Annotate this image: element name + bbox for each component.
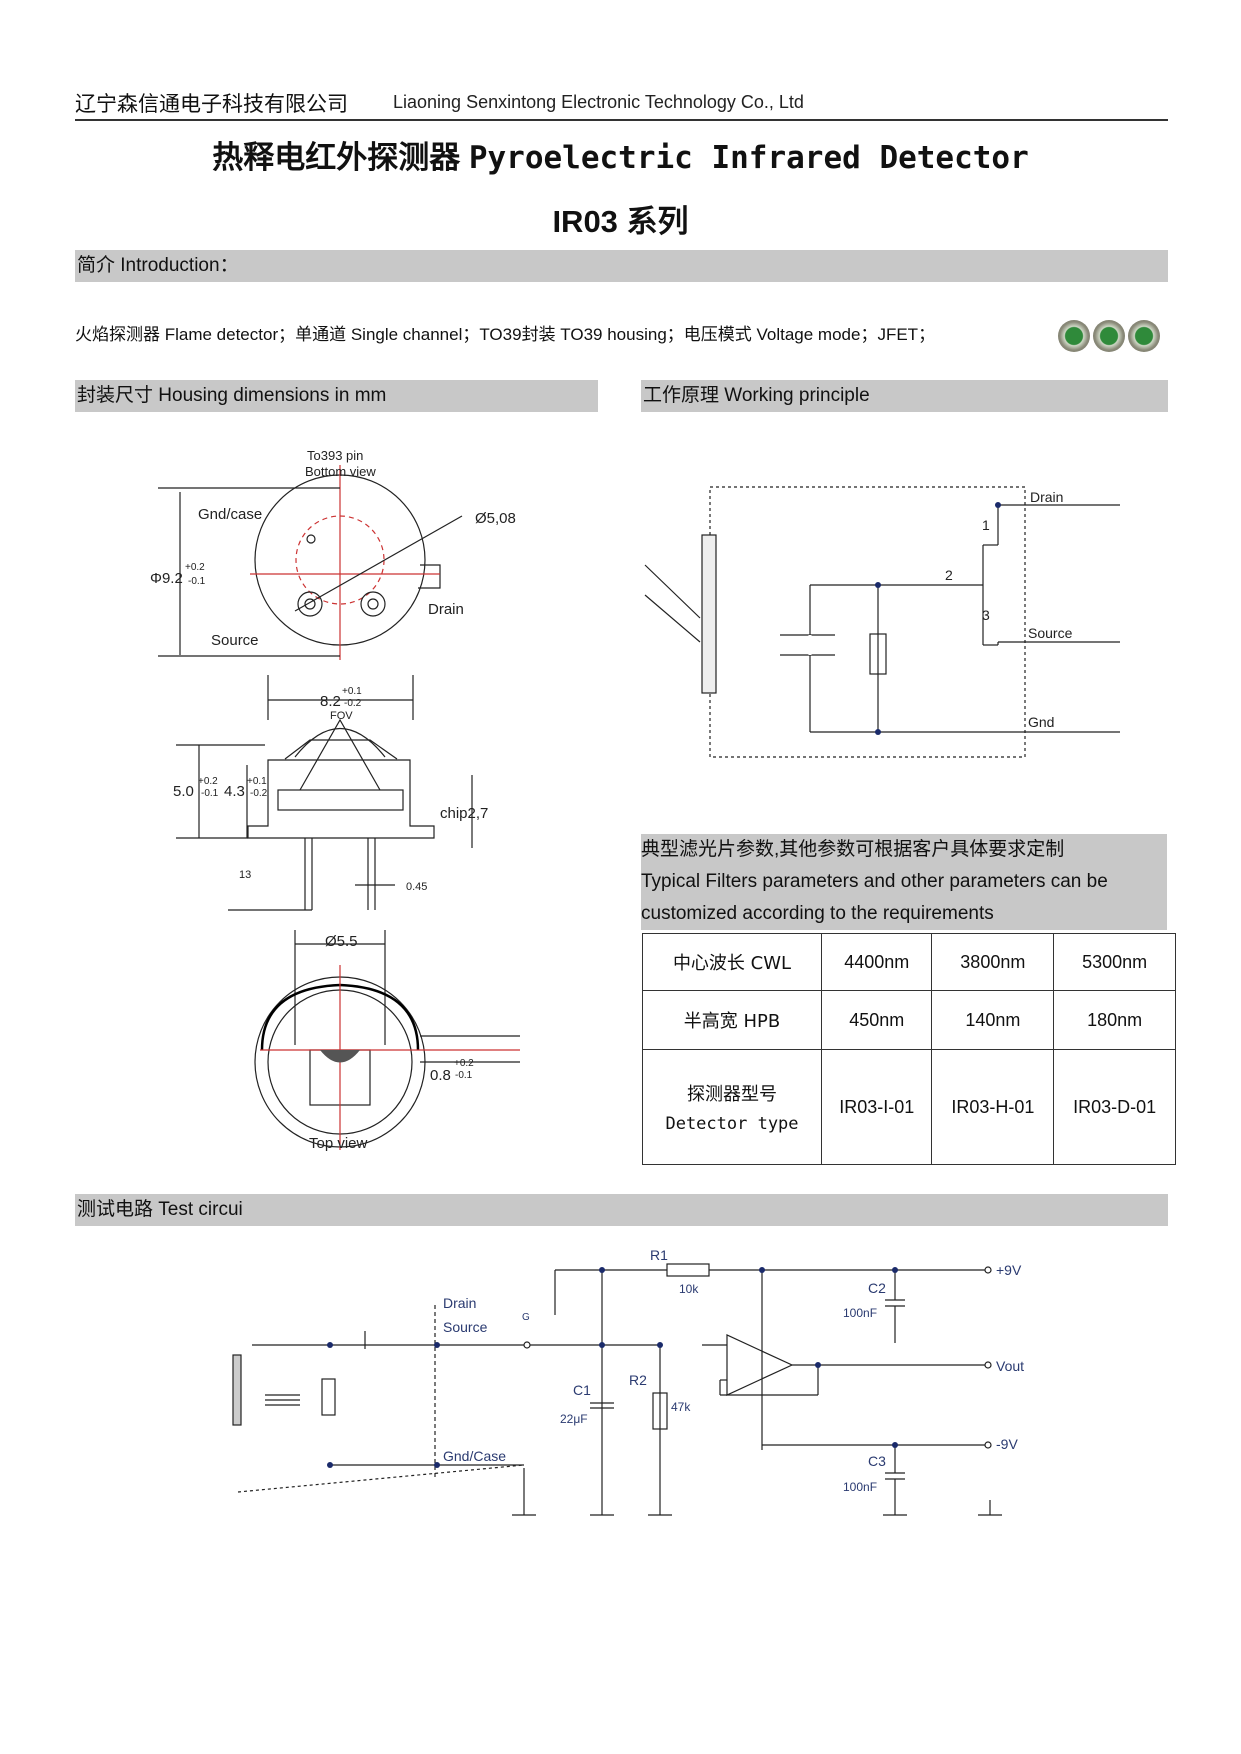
header-divider <box>75 119 1168 121</box>
svg-text:Vout: Vout <box>996 1358 1024 1374</box>
svg-text:+0.2: +0.2 <box>198 776 218 787</box>
svg-text:Drain: Drain <box>443 1295 476 1311</box>
cwl-value: 3800nm <box>931 933 1055 991</box>
svg-text:13: 13 <box>239 869 251 881</box>
svg-text:To393 pin: To393 pin <box>307 448 363 463</box>
table-row: 中心波长 CWL 4400nm 3800nm 5300nm <box>642 933 1176 991</box>
svg-text:Bottom view: Bottom view <box>305 464 376 479</box>
svg-text:-0.2: -0.2 <box>344 698 362 709</box>
svg-text:100nF: 100nF <box>843 1480 877 1494</box>
svg-text:Φ9.2: Φ9.2 <box>150 570 183 587</box>
svg-text:0.8: 0.8 <box>430 1067 451 1084</box>
svg-text:+0.1: +0.1 <box>247 776 267 787</box>
intro-text: 火焰探测器 Flame detector；单通道 Single channel；… <box>75 325 936 344</box>
intro-heading: 简介 Introduction： <box>75 250 1168 282</box>
company-name-cn: 辽宁森信通电子科技有限公司 <box>75 92 348 116</box>
table-row: 半高宽 HPB 450nm 140nm 180nm <box>642 990 1176 1050</box>
svg-text:+0.1: +0.1 <box>342 686 362 697</box>
svg-text:C2: C2 <box>868 1280 886 1296</box>
svg-text:R2: R2 <box>629 1372 647 1388</box>
hpb-label: 半高宽 HPB <box>642 990 822 1050</box>
sensor-lens-icon <box>1093 320 1125 352</box>
sensor-lens-icon <box>1128 320 1160 352</box>
svg-text:-0.1: -0.1 <box>455 1070 473 1081</box>
svg-text:Gnd: Gnd <box>1028 714 1054 730</box>
filter-window <box>701 534 717 694</box>
svg-text:Gnd/case: Gnd/case <box>198 506 262 523</box>
svg-text:Gnd/Case: Gnd/Case <box>443 1448 506 1464</box>
svg-text:FOV: FOV <box>330 710 353 722</box>
svg-text:G: G <box>522 1312 530 1323</box>
sensor-lens-icon <box>1058 320 1090 352</box>
svg-text:10k: 10k <box>679 1282 699 1296</box>
page-title: 热释电红外探测器 Pyroelectric Infrared Detector <box>0 132 1241 177</box>
svg-text:Top view: Top view <box>309 1135 368 1152</box>
svg-text:22μF: 22μF <box>560 1412 588 1426</box>
filter-heading-en1: Typical Filters parameters and other par… <box>641 871 1108 892</box>
detector-type-label-cn: 探测器型号 <box>687 1084 777 1105</box>
svg-text:2: 2 <box>945 567 953 583</box>
svg-text:-9V: -9V <box>996 1436 1018 1452</box>
svg-text:R1: R1 <box>650 1247 668 1263</box>
svg-text:4.3: 4.3 <box>224 783 245 800</box>
cwl-value: 4400nm <box>820 933 933 991</box>
housing-drawing: To393 pin Bottom view Gnd/case Ø5,08 Φ9.… <box>150 448 520 1152</box>
title-en: Pyroelectric Infrared Detector <box>468 140 1029 176</box>
principle-schematic: Drain Source Gnd 1 2 3 <box>644 486 1120 758</box>
test-heading: 测试电路 Test circui <box>75 1194 1168 1226</box>
lens-fill <box>320 1050 360 1063</box>
detector-type-value: IR03-H-01 <box>931 1049 1055 1165</box>
svg-text:8.2: 8.2 <box>320 693 341 710</box>
title-cn: 热释电红外探测器 <box>212 140 461 175</box>
cwl-label: 中心波长 CWL <box>642 933 822 991</box>
hpb-value: 450nm <box>820 990 933 1050</box>
svg-text:Source: Source <box>1028 625 1073 641</box>
hpb-value: 140nm <box>931 990 1055 1050</box>
test-circuit: R1 10k C2 100nF +9V Drain Source G Vout … <box>232 1247 1024 1516</box>
svg-text:+0.2: +0.2 <box>185 562 205 573</box>
detector-type-value: IR03-D-01 <box>1053 1049 1176 1165</box>
housing-heading: 封装尺寸 Housing dimensions in mm <box>75 380 598 412</box>
principle-heading: 工作原理 Working principle <box>641 380 1168 412</box>
filter-heading: 典型滤光片参数,其他参数可根据客户具体要求定制 Typical Filters … <box>641 834 1167 930</box>
svg-text:+9V: +9V <box>996 1262 1022 1278</box>
svg-text:Source: Source <box>443 1319 488 1335</box>
svg-text:1: 1 <box>982 517 990 533</box>
svg-text:-0.1: -0.1 <box>201 788 219 799</box>
series-title: IR03 系列 <box>552 204 689 239</box>
detector-type-value: IR03-I-01 <box>820 1049 933 1165</box>
filter-table: 中心波长 CWL 4400nm 3800nm 5300nm 半高宽 HPB 45… <box>642 933 1176 1165</box>
svg-text:Source: Source <box>211 632 259 649</box>
svg-text:100nF: 100nF <box>843 1306 877 1320</box>
detector-type-label-en: Detector type <box>665 1114 799 1134</box>
company-name-en: Liaoning Senxintong Electronic Technolog… <box>393 92 804 112</box>
cwl-value: 5300nm <box>1053 933 1176 991</box>
svg-text:C3: C3 <box>868 1453 886 1469</box>
svg-text:chip2,7: chip2,7 <box>440 805 488 822</box>
svg-text:+0.2: +0.2 <box>454 1058 474 1069</box>
svg-text:0.45: 0.45 <box>406 881 427 893</box>
svg-text:Ø5.5: Ø5.5 <box>325 933 358 950</box>
svg-text:47k: 47k <box>671 1400 691 1414</box>
table-row: 探测器型号 Detector type IR03-I-01 IR03-H-01 … <box>642 1049 1176 1165</box>
svg-text:Drain: Drain <box>1030 489 1063 505</box>
svg-text:-0.2: -0.2 <box>250 788 268 799</box>
hpb-value: 180nm <box>1053 990 1176 1050</box>
svg-text:Ø5,08: Ø5,08 <box>475 510 516 527</box>
svg-text:-0.1: -0.1 <box>188 576 206 587</box>
svg-text:C1: C1 <box>573 1382 591 1398</box>
svg-text:3: 3 <box>982 607 990 623</box>
filter-heading-en2: customized according to the requirements <box>641 903 994 924</box>
svg-text:5.0: 5.0 <box>173 783 194 800</box>
filter-heading-cn: 典型滤光片参数,其他参数可根据客户具体要求定制 <box>641 839 1065 860</box>
svg-text:Drain: Drain <box>428 601 464 618</box>
detector-type-label: 探测器型号 Detector type <box>642 1049 822 1165</box>
